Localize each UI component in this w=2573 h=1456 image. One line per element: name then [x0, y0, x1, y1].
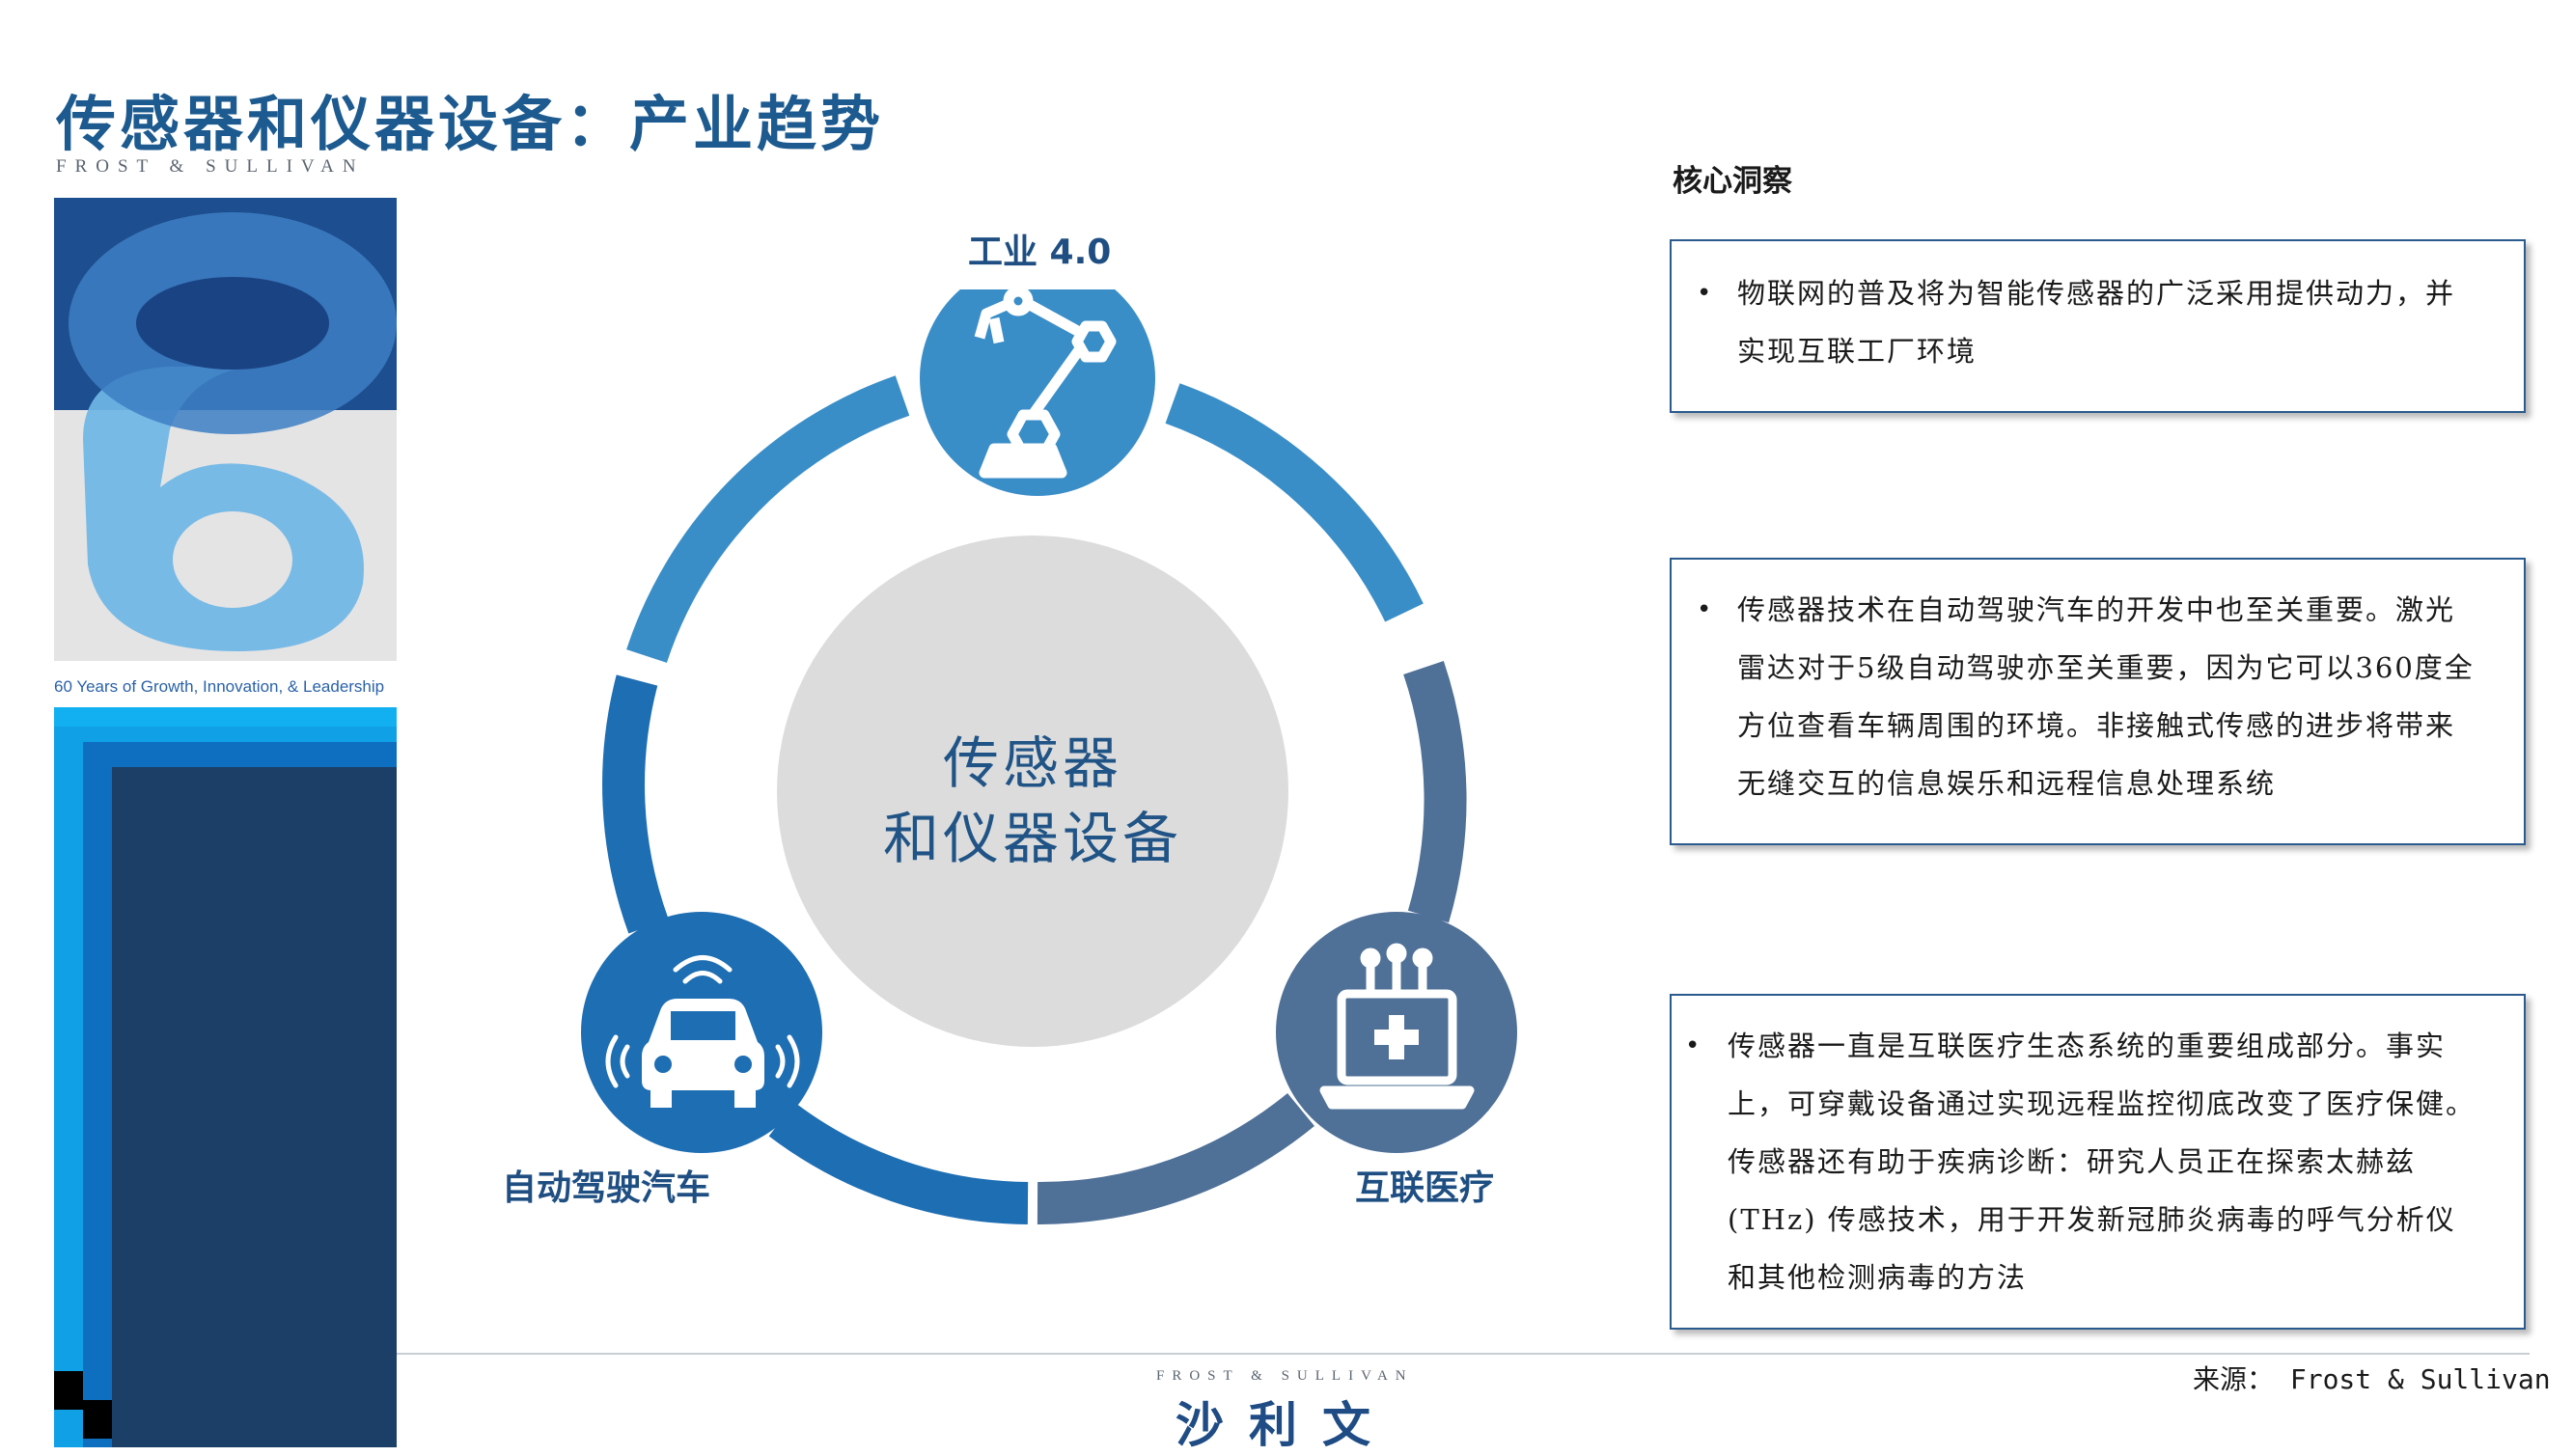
insight-line: 实现互联工厂环境 — [1737, 335, 1978, 368]
node-industry — [920, 289, 1155, 496]
robot-arm-icon — [974, 289, 1117, 479]
insight-box-autonomous: • 传感器技术在自动驾驶汽车的开发中也至关重要。激光 雷达对于5级自动驾驶亦至关… — [1670, 558, 2526, 845]
insight-line: 方位查看车辆周围的环境。非接触式传感的进步将带来 — [1737, 709, 2456, 742]
ring-segment-slate-right — [1403, 660, 1467, 923]
insight-item: • 物联网的普及将为智能传感器的广泛采用提供动力，并 实现互联工厂环境 — [1672, 264, 2524, 380]
node-health — [1276, 912, 1517, 1153]
footer-wordmark: FROST & SULLIVAN — [1156, 1368, 1414, 1384]
insight-line: (THz) 传感技术，用于开发新冠肺炎病毒的呼气分析仪 — [1728, 1203, 2456, 1236]
decorative-stripes — [54, 707, 397, 1447]
footer-divider — [397, 1353, 2530, 1355]
center-circle — [777, 536, 1288, 1047]
insight-line: 和其他检测病毒的方法 — [1728, 1261, 2028, 1294]
ring-segment-blue-bottom — [768, 1102, 1029, 1224]
center-label-line2: 和仪器设备 — [882, 806, 1182, 871]
insight-line: 雷达对于5级自动驾驶亦至关重要，因为它可以360度全 — [1737, 651, 2475, 684]
insight-item: • 传感器一直是互联医疗生态系统的重要组成部分。事实 上，可穿戴设备通过实现远程… — [1672, 1017, 2524, 1306]
cycle-diagram — [581, 289, 1517, 1225]
sixty-years-graphic: 60 — [54, 198, 397, 661]
years-tagline: 60 Years of Growth, Innovation, & Leader… — [54, 677, 385, 696]
center-label-line1: 传感器 — [942, 730, 1122, 796]
insight-line: 传感器还有助于疾病诊断：研究人员正在探索太赫兹 — [1728, 1145, 2417, 1178]
connected-car-icon — [642, 999, 764, 1108]
insight-line: 无缝交互的信息娱乐和远程信息处理系统 — [1737, 767, 2277, 800]
center-label: 传感器 和仪器设备 — [830, 726, 1235, 876]
bullet: • — [1685, 1031, 1702, 1060]
sector-label-health: 互联医疗 — [1355, 1168, 1495, 1208]
insight-line: 传感器技术在自动驾驶汽车的开发中也至关重要。激光 — [1737, 593, 2456, 626]
insight-line: 上，可穿戴设备通过实现远程监控彻底改变了医疗保健。 — [1728, 1087, 2476, 1120]
bullet: • — [1697, 595, 1714, 624]
insights-title: 核心洞察 — [1673, 164, 1792, 199]
ring-segment-slate-bottom — [1037, 1092, 1314, 1225]
sixty-years-banner: 60 — [54, 198, 397, 661]
ring-segment-industry-right — [1165, 383, 1424, 622]
bullet: • — [1697, 279, 1714, 308]
insight-line: 传感器一直是互联医疗生态系统的重要组成部分。事实 — [1728, 1030, 2447, 1062]
frost-sullivan-wordmark: FROST & SULLIVAN — [56, 156, 365, 177]
insight-box-iot: • 物联网的普及将为智能传感器的广泛采用提供动力，并 实现互联工厂环境 — [1670, 239, 2526, 413]
node-driving — [581, 912, 822, 1153]
sector-label-driving: 自动驾驶汽车 — [502, 1168, 711, 1208]
medical-monitor-icon — [1319, 943, 1475, 1110]
sector-label-industry: 工业 4.0 — [968, 233, 1112, 272]
source-note: 来源： Frost & Sullivan — [2193, 1363, 2551, 1395]
ring-segment-industry-left — [626, 375, 910, 663]
ring-segment-blue-left — [602, 674, 669, 934]
page-title: 传感器和仪器设备：产业趋势 — [56, 89, 885, 159]
insight-line: 物联网的普及将为智能传感器的广泛采用提供动力，并 — [1737, 277, 2456, 310]
insight-item: • 传感器技术在自动驾驶汽车的开发中也至关重要。激光 雷达对于5级自动驾驶亦至关… — [1672, 581, 2524, 812]
footer-logo: 沙利文 — [1176, 1397, 1396, 1453]
insight-box-healthcare: • 传感器一直是互联医疗生态系统的重要组成部分。事实 上，可穿戴设备通过实现远程… — [1670, 994, 2526, 1330]
